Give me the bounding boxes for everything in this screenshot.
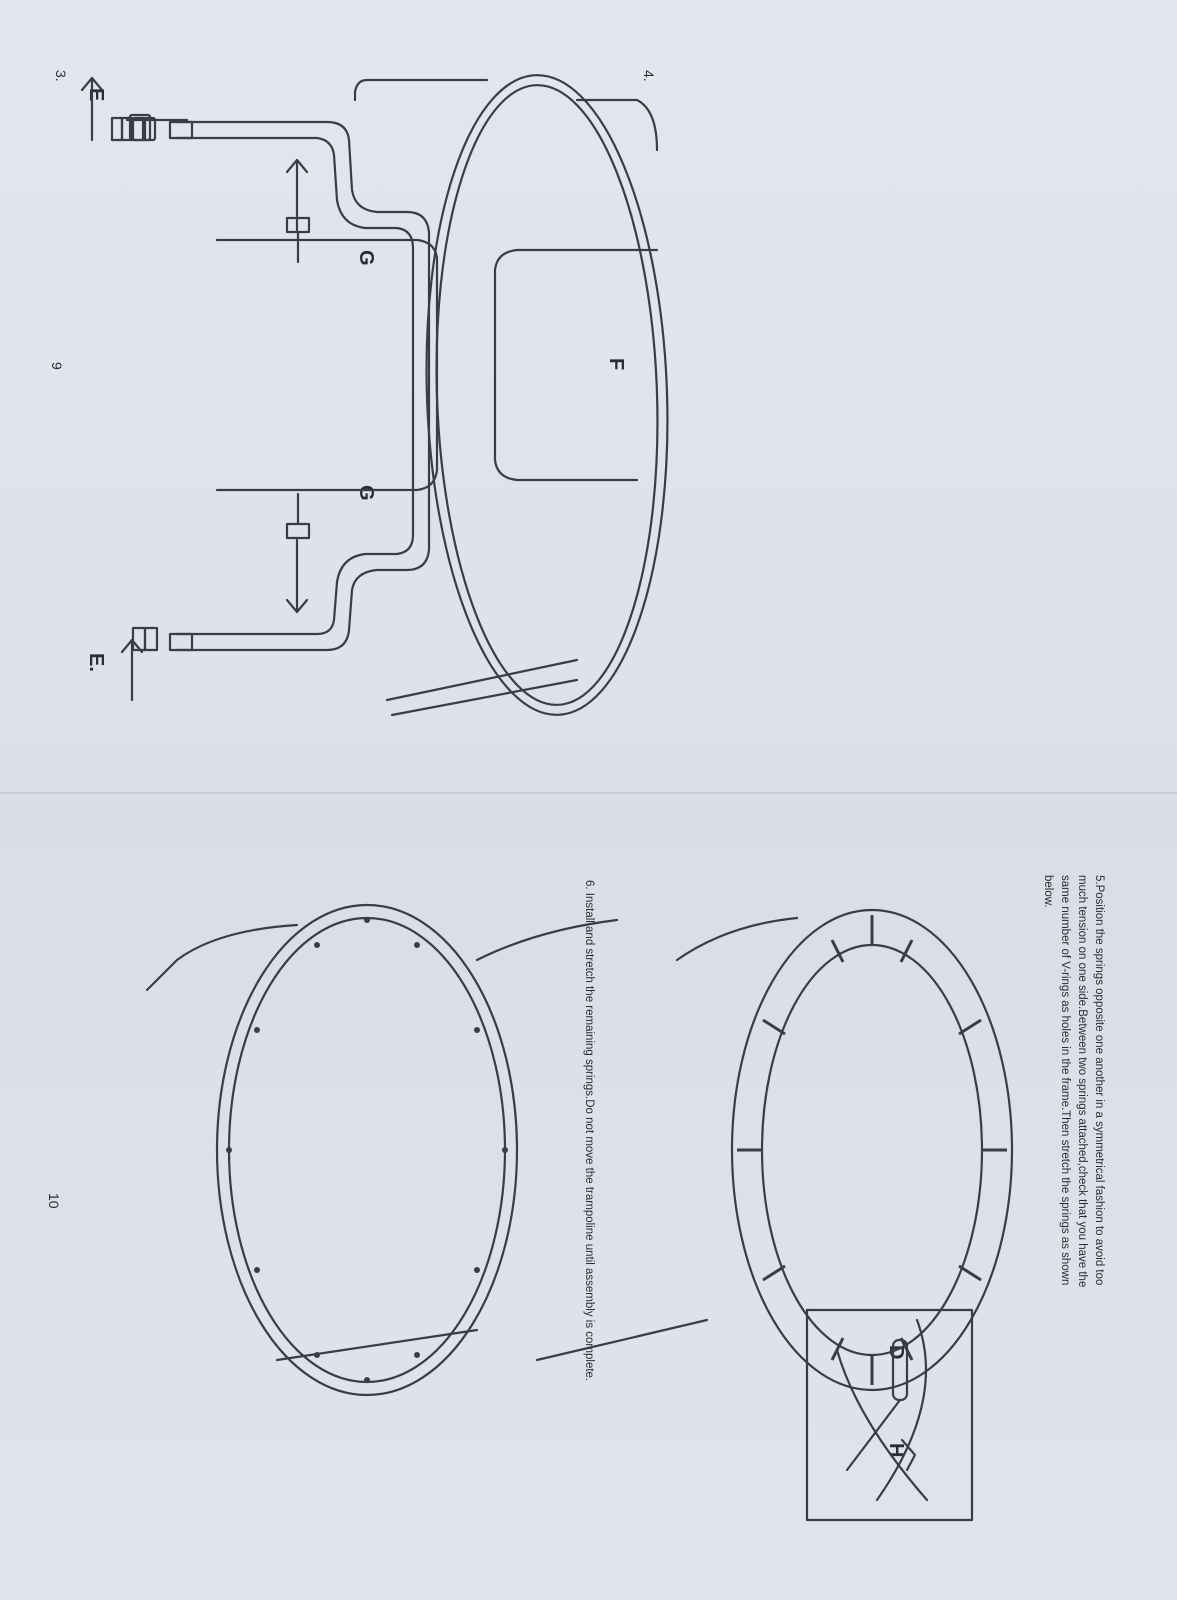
e-top-tube-a [110, 116, 124, 142]
vring-2 [474, 1027, 480, 1033]
spring-2 [958, 1018, 982, 1036]
leg-step6-b [535, 1318, 709, 1362]
leg-2 [575, 98, 659, 152]
f-leg-end-bottom [168, 632, 194, 652]
vring-8 [254, 1267, 260, 1273]
f-leg-frame [175, 120, 431, 652]
mat-ring-step6 [760, 943, 984, 1357]
spring-11 [899, 1337, 914, 1361]
vring-5 [314, 942, 320, 948]
e-bottom-tube-a [143, 626, 159, 652]
leg-4 [215, 238, 439, 492]
vring-1 [502, 1147, 508, 1153]
inset-box [805, 1308, 974, 1522]
page-fold [0, 792, 1177, 794]
leg-step6-a [675, 916, 799, 962]
spring-8 [762, 1264, 786, 1282]
spring-5 [830, 939, 845, 963]
arrow-g-bottom-head [285, 598, 309, 614]
g-bolt-bottom-head [285, 522, 311, 540]
inset-mat-arc [835, 1348, 929, 1502]
frame-ring-step5 [215, 903, 519, 1397]
vring-6 [254, 1027, 260, 1033]
mat-ring-step5 [227, 916, 507, 1384]
f-leg-end-top [168, 120, 194, 140]
spring-12 [958, 1264, 982, 1282]
leg-step5-c [275, 1328, 479, 1362]
arrow-e-top-head [80, 76, 104, 92]
vring-3 [414, 942, 420, 948]
vrings-step5 [226, 917, 508, 1383]
e-tube-top-1 [141, 116, 157, 142]
spring-6 [762, 1018, 786, 1036]
spring-9 [830, 1337, 845, 1361]
inset-hook-tool [845, 1398, 902, 1472]
inset-arrow [900, 1438, 917, 1472]
vring-7 [226, 1147, 232, 1153]
arrow-g-top-head [285, 158, 309, 174]
leg-5 [385, 658, 579, 717]
frame-ring-step6 [730, 908, 1014, 1392]
springs-step6 [737, 915, 1007, 1385]
vring-10 [364, 1377, 370, 1383]
leg-step5-b [475, 918, 619, 962]
f-leg-frame-inner [175, 136, 415, 636]
vring-9 [314, 1352, 320, 1358]
vring-11 [414, 1352, 420, 1358]
leg-step5-a [145, 923, 299, 992]
vring-4 [364, 917, 370, 923]
e-top-tube-b [120, 116, 134, 142]
frame-ring-inner [435, 84, 659, 706]
spring-3 [899, 939, 914, 963]
frame-ring-outer [425, 74, 669, 716]
vring-12 [474, 1267, 480, 1273]
e-bottom-tube-b [131, 626, 147, 652]
leg-3 [493, 248, 659, 482]
leg-1 [353, 78, 489, 102]
inset-frame-arc [875, 1318, 927, 1502]
